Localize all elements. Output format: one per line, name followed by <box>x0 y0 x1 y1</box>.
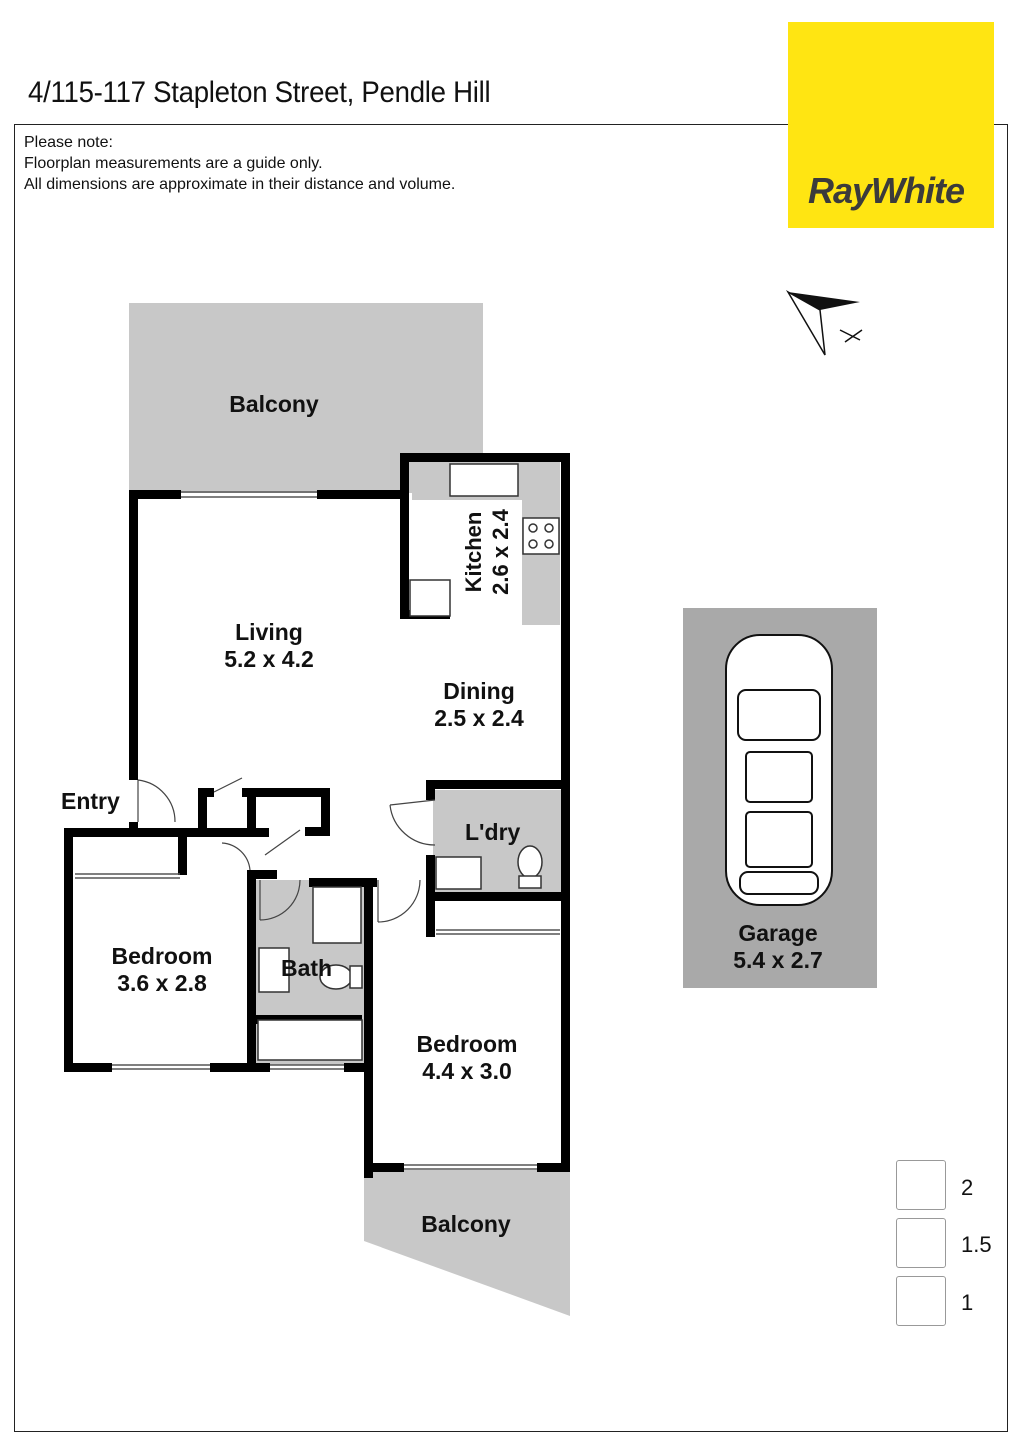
laundry-tub <box>435 856 482 890</box>
shower <box>312 886 362 944</box>
bedroom-1-dims: 3.6 x 2.8 <box>117 970 207 996</box>
bedroom-1-label: Bedroom 3.6 x 2.8 <box>97 943 227 997</box>
laundry-toilet <box>517 845 543 879</box>
garage-name: Garage <box>738 920 818 946</box>
bathrooms-count: 1.5 <box>961 1232 992 1257</box>
car-icon <box>725 634 833 906</box>
disclaimer-note: Please note: Floorplan measurements are … <box>24 132 455 195</box>
bedroom-2-dims: 4.4 x 3.0 <box>422 1058 512 1084</box>
entry-label: Entry <box>61 788 120 814</box>
logo-text: RayWhite <box>808 170 965 211</box>
plan-frame <box>14 124 1008 1432</box>
kitchen-label: Kitchen 2.6 x 2.4 <box>460 509 514 595</box>
bedroom-1-name: Bedroom <box>111 943 213 969</box>
bedroom-2-label: Bedroom 4.4 x 3.0 <box>402 1031 532 1085</box>
balcony-top-label: Balcony <box>229 391 319 417</box>
living-dims: 5.2 x 4.2 <box>224 646 314 672</box>
doors <box>137 777 436 923</box>
bathtub <box>257 1019 363 1061</box>
note-line-dimensions: All dimensions are approximate in their … <box>24 176 456 193</box>
bedrooms-count: 2 <box>961 1175 974 1200</box>
fixtures <box>257 463 560 1061</box>
bathrooms-icon-box <box>896 1218 946 1268</box>
kitchen-dims: 2.6 x 2.4 <box>488 509 513 595</box>
garage-label: Garage 5.4 x 2.7 <box>713 920 843 974</box>
bedrooms-icon-box <box>896 1160 946 1210</box>
bath-label: Bath <box>281 955 333 981</box>
cooktop <box>522 517 560 555</box>
property-address-title: 4/115-117 Stapleton Street, Pendle Hill <box>28 76 491 109</box>
note-heading: Please note: <box>24 134 113 151</box>
kitchen-name: Kitchen <box>461 511 486 593</box>
parking-count: 1 <box>961 1290 974 1315</box>
living-room-label: Living 5.2 x 4.2 <box>204 619 334 673</box>
garage-dims: 5.4 x 2.7 <box>733 947 823 973</box>
dining-room-label: Dining 2.5 x 2.4 <box>414 678 544 732</box>
note-line-measurements: Floorplan measurements are a guide only. <box>24 155 323 172</box>
windows <box>75 491 560 1170</box>
north-arrow-icon <box>785 289 863 356</box>
balcony-bottom-area <box>364 1170 570 1316</box>
walls <box>64 453 570 1178</box>
balcony-bottom-label: Balcony <box>421 1211 511 1237</box>
kitchen-sink <box>449 463 519 497</box>
vanity <box>258 947 290 993</box>
parking-icon-box <box>896 1276 946 1326</box>
laundry-label: L'dry <box>465 819 521 845</box>
dining-dims: 2.5 x 2.4 <box>434 705 524 731</box>
dining-name: Dining <box>443 678 515 704</box>
living-name: Living <box>235 619 303 645</box>
fridge-space <box>409 579 451 617</box>
bedroom-2-name: Bedroom <box>416 1031 518 1057</box>
raywhite-logo: RayWhite <box>788 22 994 228</box>
